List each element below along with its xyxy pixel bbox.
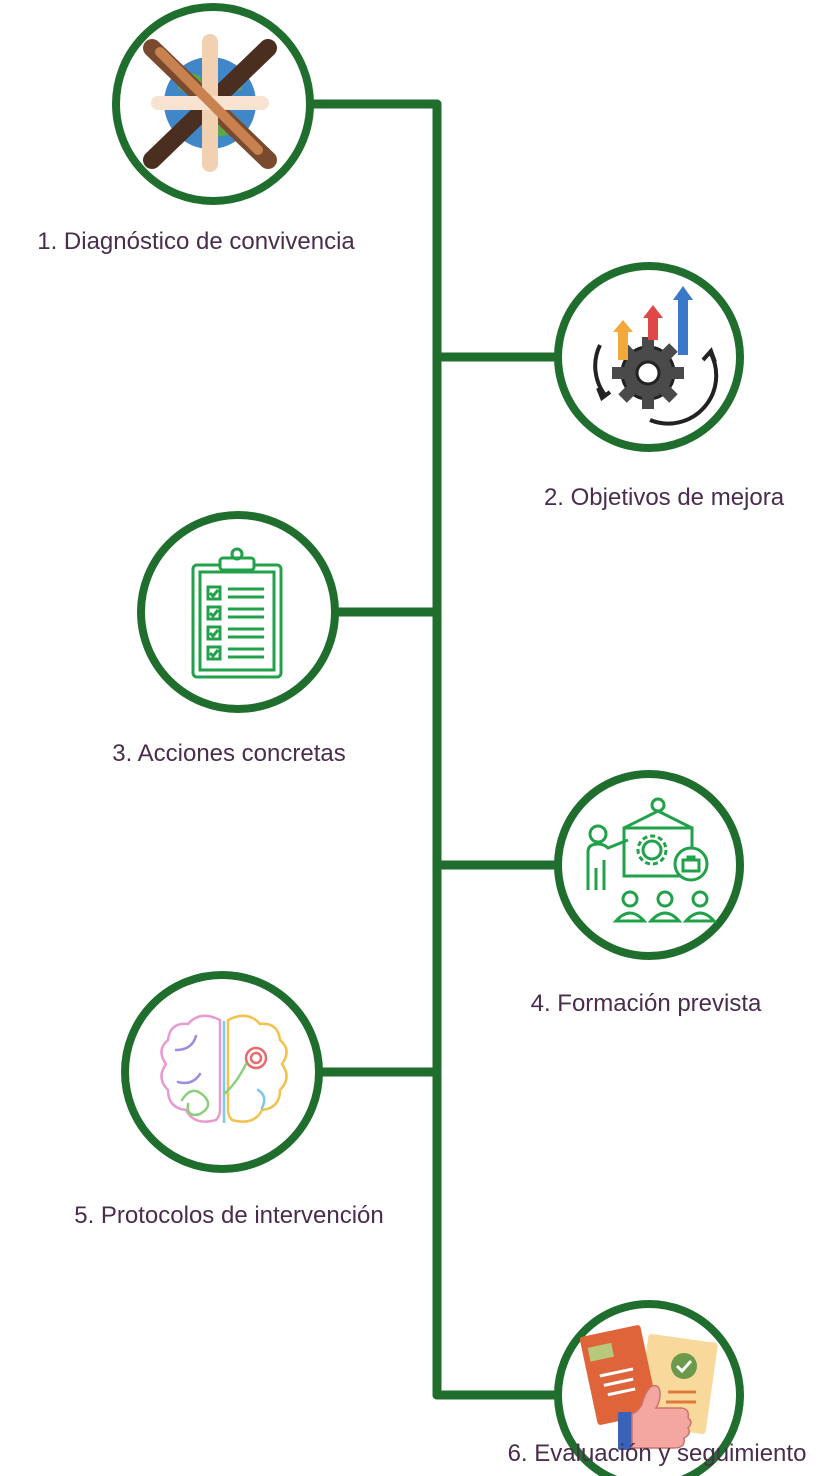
- step-3-label: 3. Acciones concretas: [112, 740, 345, 767]
- step-5-label: 5. Protocolos de intervención: [74, 1202, 384, 1229]
- step-6-label: 6. Evaluación y seguimiento: [508, 1440, 807, 1467]
- step-4: 4. Formación prevista: [531, 770, 762, 1017]
- step-3: 3. Acciones concretas: [112, 511, 346, 767]
- step-6: 6. Evaluación y seguimiento: [508, 1300, 807, 1476]
- brain-icon: [160, 1014, 288, 1124]
- step-1: 1. Diagnóstico de convivencia: [37, 3, 355, 255]
- training-presentation-icon: [586, 797, 718, 923]
- step-2: 2. Objetivos de mejora: [544, 262, 785, 511]
- step-2-label: 2. Objetivos de mejora: [544, 484, 785, 511]
- step-5-circle: [121, 971, 323, 1173]
- step-3-circle: [137, 511, 339, 713]
- hands-globe-icon: [143, 34, 277, 172]
- connector-lines: [307, 99, 561, 1400]
- step-5: 5. Protocolos de intervención: [74, 971, 384, 1229]
- step-4-label: 4. Formación prevista: [531, 990, 762, 1017]
- evaluation-thumbs-up-icon: [579, 1325, 718, 1450]
- step-1-label: 1. Diagnóstico de convivencia: [37, 228, 355, 255]
- clipboard-checklist-icon: [191, 547, 283, 679]
